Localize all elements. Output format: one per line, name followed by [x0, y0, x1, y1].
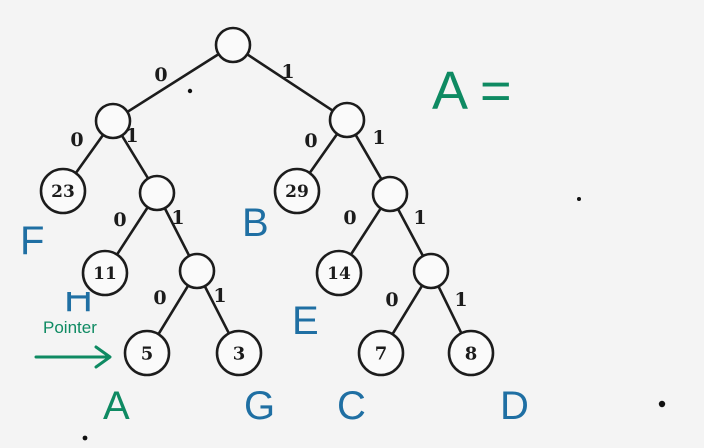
edge-n1-n10 [308, 132, 339, 175]
edge-bit-label: 1 [213, 285, 226, 307]
internal-node-n01 [138, 174, 176, 212]
leaf-node-n1110 [357, 329, 405, 377]
edge-bit-label: 0 [304, 130, 317, 152]
node-weight-label: 29 [285, 182, 309, 202]
internal-node-n111 [412, 252, 450, 290]
edge-n1-n11 [354, 133, 383, 181]
leaf-node-n00 [39, 167, 87, 215]
internal-node-n0 [94, 102, 132, 140]
internal-node-root [214, 26, 252, 64]
leaf-node-n1111 [447, 329, 495, 377]
edge-bit-label: 0 [154, 64, 167, 86]
speck-dot-1 [577, 197, 581, 201]
edge-bit-label: 1 [281, 61, 294, 83]
edge-n01-n011 [163, 206, 191, 258]
edge-root-n0 [126, 52, 220, 114]
edge-n11-n110 [349, 206, 383, 256]
edge-bit-label: 0 [343, 207, 356, 229]
edge-bit-label: 0 [385, 289, 398, 311]
node-weight-label: 23 [51, 182, 75, 202]
edge-bit-label: 1 [125, 125, 138, 147]
edge-n111-n1110 [391, 284, 424, 336]
symbol-label-a: A [103, 384, 130, 428]
equation-label: A = [432, 61, 512, 121]
symbol-label-d: D [500, 384, 529, 428]
node-weight-label: 5 [141, 344, 154, 365]
edge-root-n1 [245, 53, 335, 112]
edge-n01-n010 [115, 205, 150, 256]
internal-node-n011 [178, 252, 216, 290]
leaf-node-n010 [81, 249, 129, 297]
edge-bit-label: 1 [171, 207, 184, 229]
symbol-label-c: C [337, 384, 366, 428]
edge-n0-n00 [74, 133, 105, 175]
edge-n011-n0111 [203, 284, 231, 335]
edge-bit-label: 1 [413, 207, 426, 229]
symbol-label-e: E [292, 299, 319, 343]
node-weight-label: 7 [375, 344, 388, 365]
edge-bit-label: 1 [454, 289, 467, 311]
internal-node-n11 [371, 175, 409, 213]
edge-bit-label: 0 [113, 209, 126, 231]
node-weight-label: 3 [233, 344, 246, 365]
edge-n0-n01 [120, 134, 150, 180]
leaf-node-n0111 [215, 329, 263, 377]
node-weight-label: 14 [327, 264, 351, 284]
edge-bit-label: 1 [372, 127, 385, 149]
leaf-node-n110 [315, 249, 363, 297]
edge-n111-n1111 [437, 284, 463, 335]
internal-node-n1 [328, 101, 366, 139]
edge-bit-label: 0 [70, 129, 83, 151]
edge-n11-n111 [396, 207, 425, 258]
speck-dot-2 [658, 400, 666, 408]
leaf-node-n0110 [123, 329, 171, 377]
symbol-label-f: F [20, 219, 45, 263]
pointer-label: Pointer [43, 318, 97, 337]
leaf-node-n10 [273, 167, 321, 215]
clipped-symbol-label: H [62, 292, 96, 318]
symbol-label-g: G [244, 384, 276, 428]
edge-bit-label: 0 [153, 287, 166, 309]
edge-n011-n0110 [157, 284, 190, 336]
node-weight-label: 11 [93, 264, 117, 284]
speck-dot-0 [187, 88, 193, 94]
clipped-symbol-text: H [64, 292, 93, 318]
node-weight-label: 8 [465, 344, 478, 365]
symbol-label-b: B [242, 201, 269, 245]
speck-dot-3 [82, 435, 88, 441]
